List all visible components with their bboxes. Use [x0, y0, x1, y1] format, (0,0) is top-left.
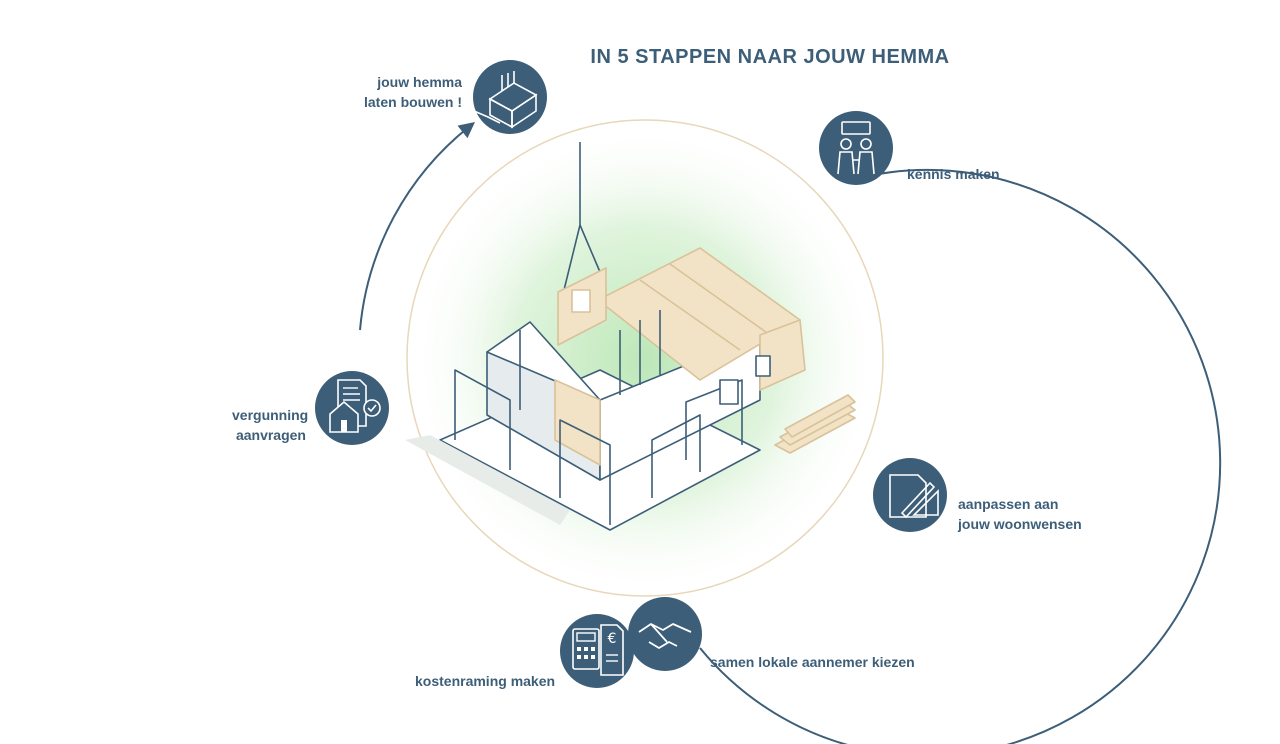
- step-label-kostenraming: kostenraming maken: [415, 673, 556, 689]
- ground-shadow: [405, 435, 570, 525]
- step-label-aannemer: samen lokale aannemer kiezen: [710, 654, 915, 670]
- page-title: IN 5 STAPPEN NAAR JOUW HEMMA: [590, 46, 950, 68]
- cycle-ring: [699, 168, 1222, 744]
- step-label-vergunning: vergunning aanvragen: [232, 407, 309, 443]
- step-label-aanpassen: aanpassen aan jouw woonwensen: [958, 496, 1082, 532]
- wood-panel-front: [554, 379, 601, 466]
- timber-stack: [774, 394, 856, 454]
- inner-ring: [406, 119, 884, 597]
- porch-frame: [454, 369, 511, 470]
- handshake-meeting-icon[interactable]: [819, 111, 893, 185]
- green-glow: [405, 120, 885, 600]
- step-label-bouwen: jouw hemma laten bouwen !: [364, 74, 462, 110]
- cycle-arrow: [359, 122, 476, 331]
- house-gable: [486, 321, 601, 401]
- drawing-pen-ruler-icon[interactable]: [873, 458, 947, 532]
- house-illustration: [405, 142, 856, 531]
- house-build-icon[interactable]: [473, 60, 547, 134]
- permit-document-house-icon[interactable]: [315, 371, 389, 445]
- handshake-icon[interactable]: [628, 597, 702, 671]
- svg-text:€: €: [608, 631, 617, 647]
- calculator-invoice-icon[interactable]: €: [560, 614, 634, 688]
- step-label-kennis-maken: kennis maken: [907, 166, 1000, 182]
